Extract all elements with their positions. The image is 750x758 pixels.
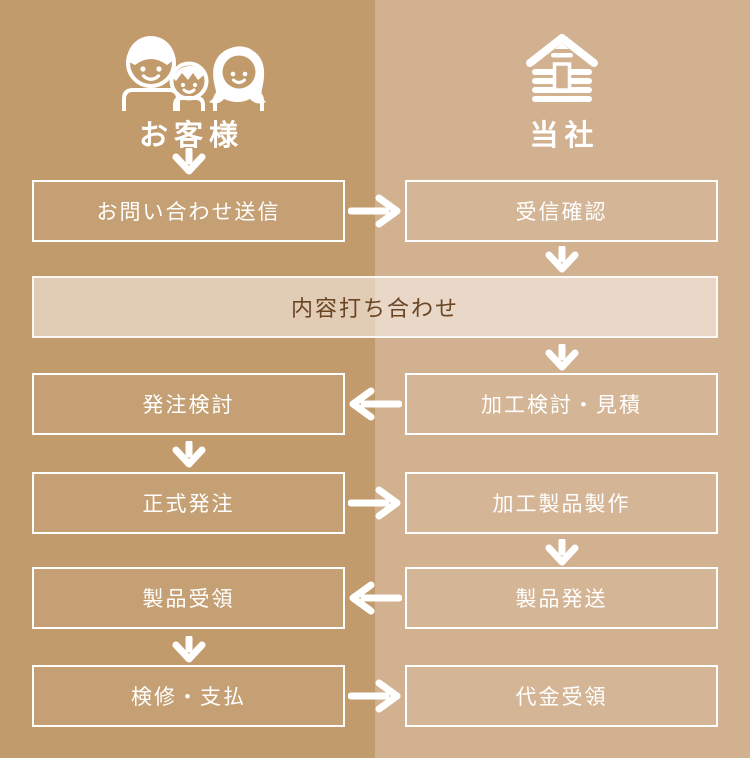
flow-box-customer-official-order: 正式発注 xyxy=(32,472,345,534)
company-column-title: 当社 xyxy=(529,120,600,152)
customer-column-background xyxy=(0,0,375,758)
flow-box-customer-inspection-payment: 検修・支払 xyxy=(32,665,345,727)
flow-box-customer-inquiry: お問い合わせ送信 xyxy=(32,180,345,242)
flow-box-company-receipt-confirmation: 受信確認 xyxy=(405,180,718,242)
flow-box-company-production: 加工製品製作 xyxy=(405,472,718,534)
flow-box-company-shipping: 製品発送 xyxy=(405,567,718,629)
meeting-band: 内容打ち合わせ xyxy=(32,276,718,338)
flow-box-customer-order-review: 発注検討 xyxy=(32,373,345,435)
flow-box-customer-product-receipt: 製品受領 xyxy=(32,567,345,629)
flow-box-company-estimate: 加工検討・見積 xyxy=(405,373,718,435)
customer-column-title: お客様 xyxy=(138,120,244,152)
flow-box-company-payment-receipt: 代金受領 xyxy=(405,665,718,727)
company-column-background xyxy=(375,0,750,758)
family-icon xyxy=(112,27,267,116)
log-cabin-icon xyxy=(524,32,600,107)
